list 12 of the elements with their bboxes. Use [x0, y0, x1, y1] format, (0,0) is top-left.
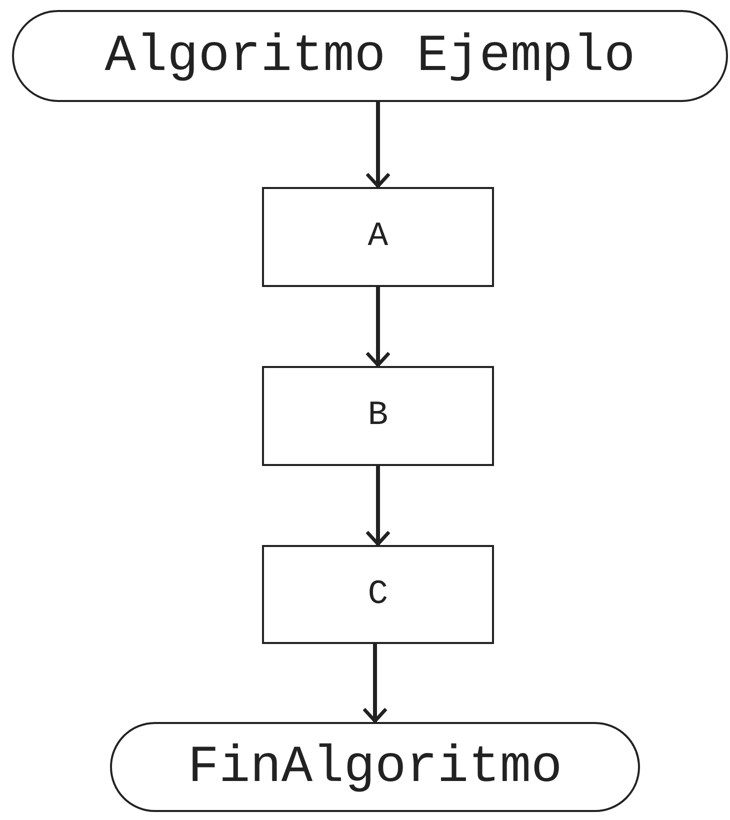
process-box [262, 545, 494, 644]
arrow [365, 287, 391, 367]
node-label: C [368, 576, 388, 614]
arrow [365, 466, 391, 546]
node-label: FinAlgoritmo [188, 738, 562, 796]
arrow [362, 644, 388, 723]
arrow [365, 102, 391, 188]
node-label: Algoritmo Ejemplo [104, 26, 636, 86]
process-box [262, 187, 494, 287]
node-label: A [368, 218, 388, 256]
node-label: B [368, 397, 388, 435]
process-box [262, 366, 494, 466]
